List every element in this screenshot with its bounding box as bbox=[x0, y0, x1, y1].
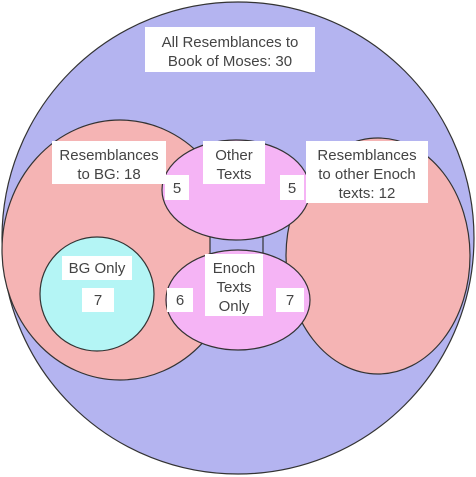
enoch-texts-only-line-2: Texts bbox=[216, 279, 251, 296]
bg-resemblances-line-1: Resemblances bbox=[59, 147, 158, 164]
enoch-only-right-count: 7 bbox=[276, 288, 304, 312]
enoch-resemblances-line-2: to other Enoch bbox=[318, 166, 416, 183]
enoch-only-left-count: 6 bbox=[167, 288, 193, 312]
bg-only-count: 7 bbox=[82, 288, 114, 312]
bg-resemblances-label: Resemblances to BG: 18 bbox=[52, 141, 166, 184]
other-texts-right-count-value: 5 bbox=[288, 180, 296, 197]
all-resemblances-label: All Resemblances to Book of Moses: 30 bbox=[145, 27, 315, 72]
bg-only-count-value: 7 bbox=[94, 292, 102, 309]
other-texts-line-1: Other bbox=[215, 147, 253, 164]
bg-resemblances-line-2: to BG: 18 bbox=[77, 166, 140, 183]
other-texts-left-count: 5 bbox=[165, 175, 189, 200]
enoch-texts-only-label: Enoch Texts Only bbox=[205, 254, 263, 316]
enoch-only-left-count-value: 6 bbox=[176, 292, 184, 309]
all-resemblances-line-2: Book of Moses: 30 bbox=[168, 53, 292, 70]
enoch-only-right-count-value: 7 bbox=[286, 292, 294, 309]
other-texts-label: Other Texts bbox=[203, 141, 265, 184]
other-texts-line-2: Texts bbox=[216, 166, 251, 183]
all-resemblances-line-1: All Resemblances to bbox=[162, 34, 299, 51]
enoch-texts-only-line-1: Enoch bbox=[213, 260, 256, 277]
enoch-texts-only-line-3: Only bbox=[219, 298, 250, 315]
bg-only-label: BG Only bbox=[62, 256, 132, 280]
enoch-resemblances-line-1: Resemblances bbox=[317, 147, 416, 164]
enoch-resemblances-line-3: texts: 12 bbox=[339, 185, 396, 202]
bg-only-text: BG Only bbox=[69, 260, 126, 277]
enoch-resemblances-label: Resemblances to other Enoch texts: 12 bbox=[306, 141, 428, 203]
other-texts-right-count: 5 bbox=[280, 175, 304, 200]
other-texts-left-count-value: 5 bbox=[173, 180, 181, 197]
